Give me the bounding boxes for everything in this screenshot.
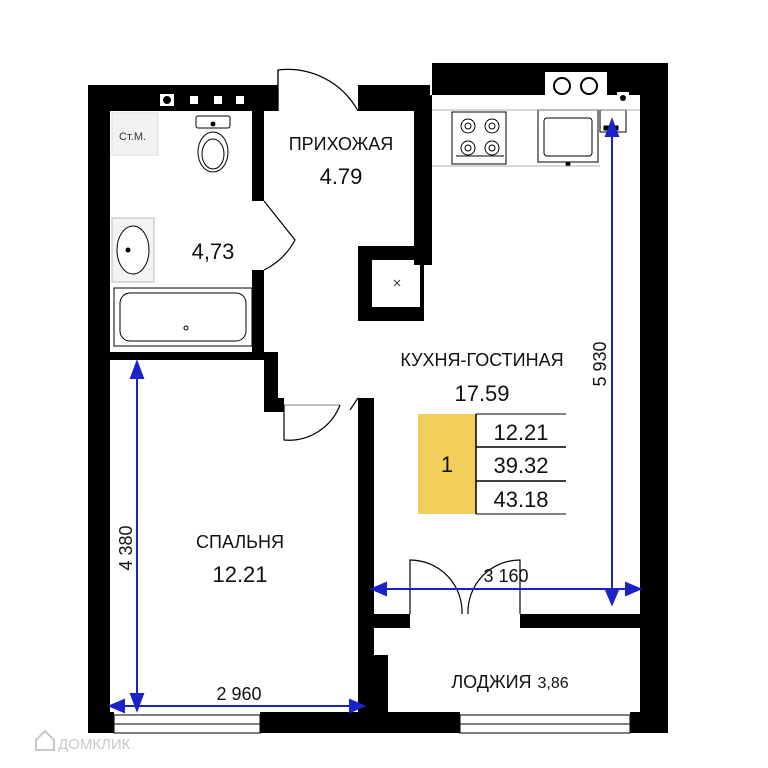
room-labels: Ст.М. ПРИХОЖАЯ 4.79 4,73 КУХНЯ-ГОСТИНАЯ …: [119, 131, 569, 692]
wall-shaft-left: [358, 246, 372, 321]
windows: [113, 714, 631, 734]
wall-bath-hall-lower: [252, 270, 264, 358]
dimension-labels: 4 380 2 960 5 930 3 160: [116, 341, 610, 704]
bedroom-width-dim: 2 960: [216, 684, 261, 704]
loggia-name-text: ЛОДЖИЯ: [451, 672, 531, 692]
toilet-icon: [195, 115, 231, 173]
kitchen-height-dim: 5 930: [590, 341, 610, 386]
stove-icon: [451, 111, 507, 165]
wall-bottom-right: [630, 712, 668, 733]
kitchen-vents: [545, 72, 607, 100]
area-without-loggia-value: 39.32: [493, 453, 548, 478]
wall-loggia-pier: [374, 655, 388, 715]
bedroom-area: 12.21: [212, 562, 267, 587]
fixtures: [111, 109, 640, 347]
kitchen-width-dim: 3 160: [483, 566, 528, 586]
wall-bed-hall-2: [264, 398, 284, 412]
house-icon: [35, 729, 55, 751]
rooms-count: 1: [441, 452, 453, 477]
wall-loggia-top-left: [374, 614, 410, 628]
door-loggia: [409, 559, 463, 615]
door-kitchen: [349, 397, 359, 411]
kitchen-area: 17.59: [454, 381, 509, 406]
bedroom-height-dim: 4 380: [116, 525, 136, 570]
wall-bed-kitchen: [358, 398, 374, 733]
door-bathroom: [263, 200, 296, 271]
wall-outer-right: [640, 63, 668, 623]
wall-shaft-right: [420, 246, 424, 321]
wall-outer-left: [88, 85, 110, 733]
vent-marks: [160, 92, 629, 106]
dimension-lines: [107, 117, 643, 714]
loggia-area: 3,86: [538, 675, 569, 692]
watermark: ДОМКЛИК: [35, 729, 131, 753]
wall-bed-hall: [264, 352, 278, 412]
wall-top-left: [88, 85, 278, 111]
hallway-name: ПРИХОЖАЯ: [289, 134, 394, 154]
living-area-value: 12.21: [493, 420, 548, 445]
wall-bath-hall: [252, 111, 264, 201]
doors: [263, 68, 521, 615]
shaft-icon: [393, 279, 401, 287]
watermark-text: ДОМКЛИК: [58, 736, 131, 753]
summary-table: 1 12.21 39.32 43.18: [418, 413, 566, 515]
washing-machine: [111, 112, 159, 156]
kitchen-name: КУХНЯ-ГОСТИНАЯ: [400, 350, 563, 370]
loggia-name: ЛОДЖИЯ 3,86: [451, 672, 568, 692]
wall-loggia-top-right: [520, 614, 668, 628]
bedroom-name: СПАЛЬНЯ: [196, 532, 284, 552]
wall-bath-bottom: [110, 352, 264, 360]
bathtub-icon: [113, 287, 253, 347]
kitchen-sink-icon: [537, 109, 599, 167]
sink-icon: [111, 217, 155, 283]
wall-shaft-bottom: [358, 307, 424, 321]
door-bedroom: [283, 404, 341, 441]
wall-shaft-top: [358, 246, 424, 260]
wall-hall-kitchen: [414, 95, 432, 265]
door-entrance: [277, 68, 359, 112]
hallway-area: 4.79: [320, 164, 363, 189]
wall-bottom-middle: [260, 712, 460, 733]
wall-bottom-left: [88, 712, 114, 733]
rooms-count-badge: [418, 414, 476, 514]
bathroom-area: 4,73: [192, 239, 235, 264]
total-area-value: 43.18: [493, 487, 548, 512]
appliance-label: Ст.М.: [119, 131, 146, 143]
